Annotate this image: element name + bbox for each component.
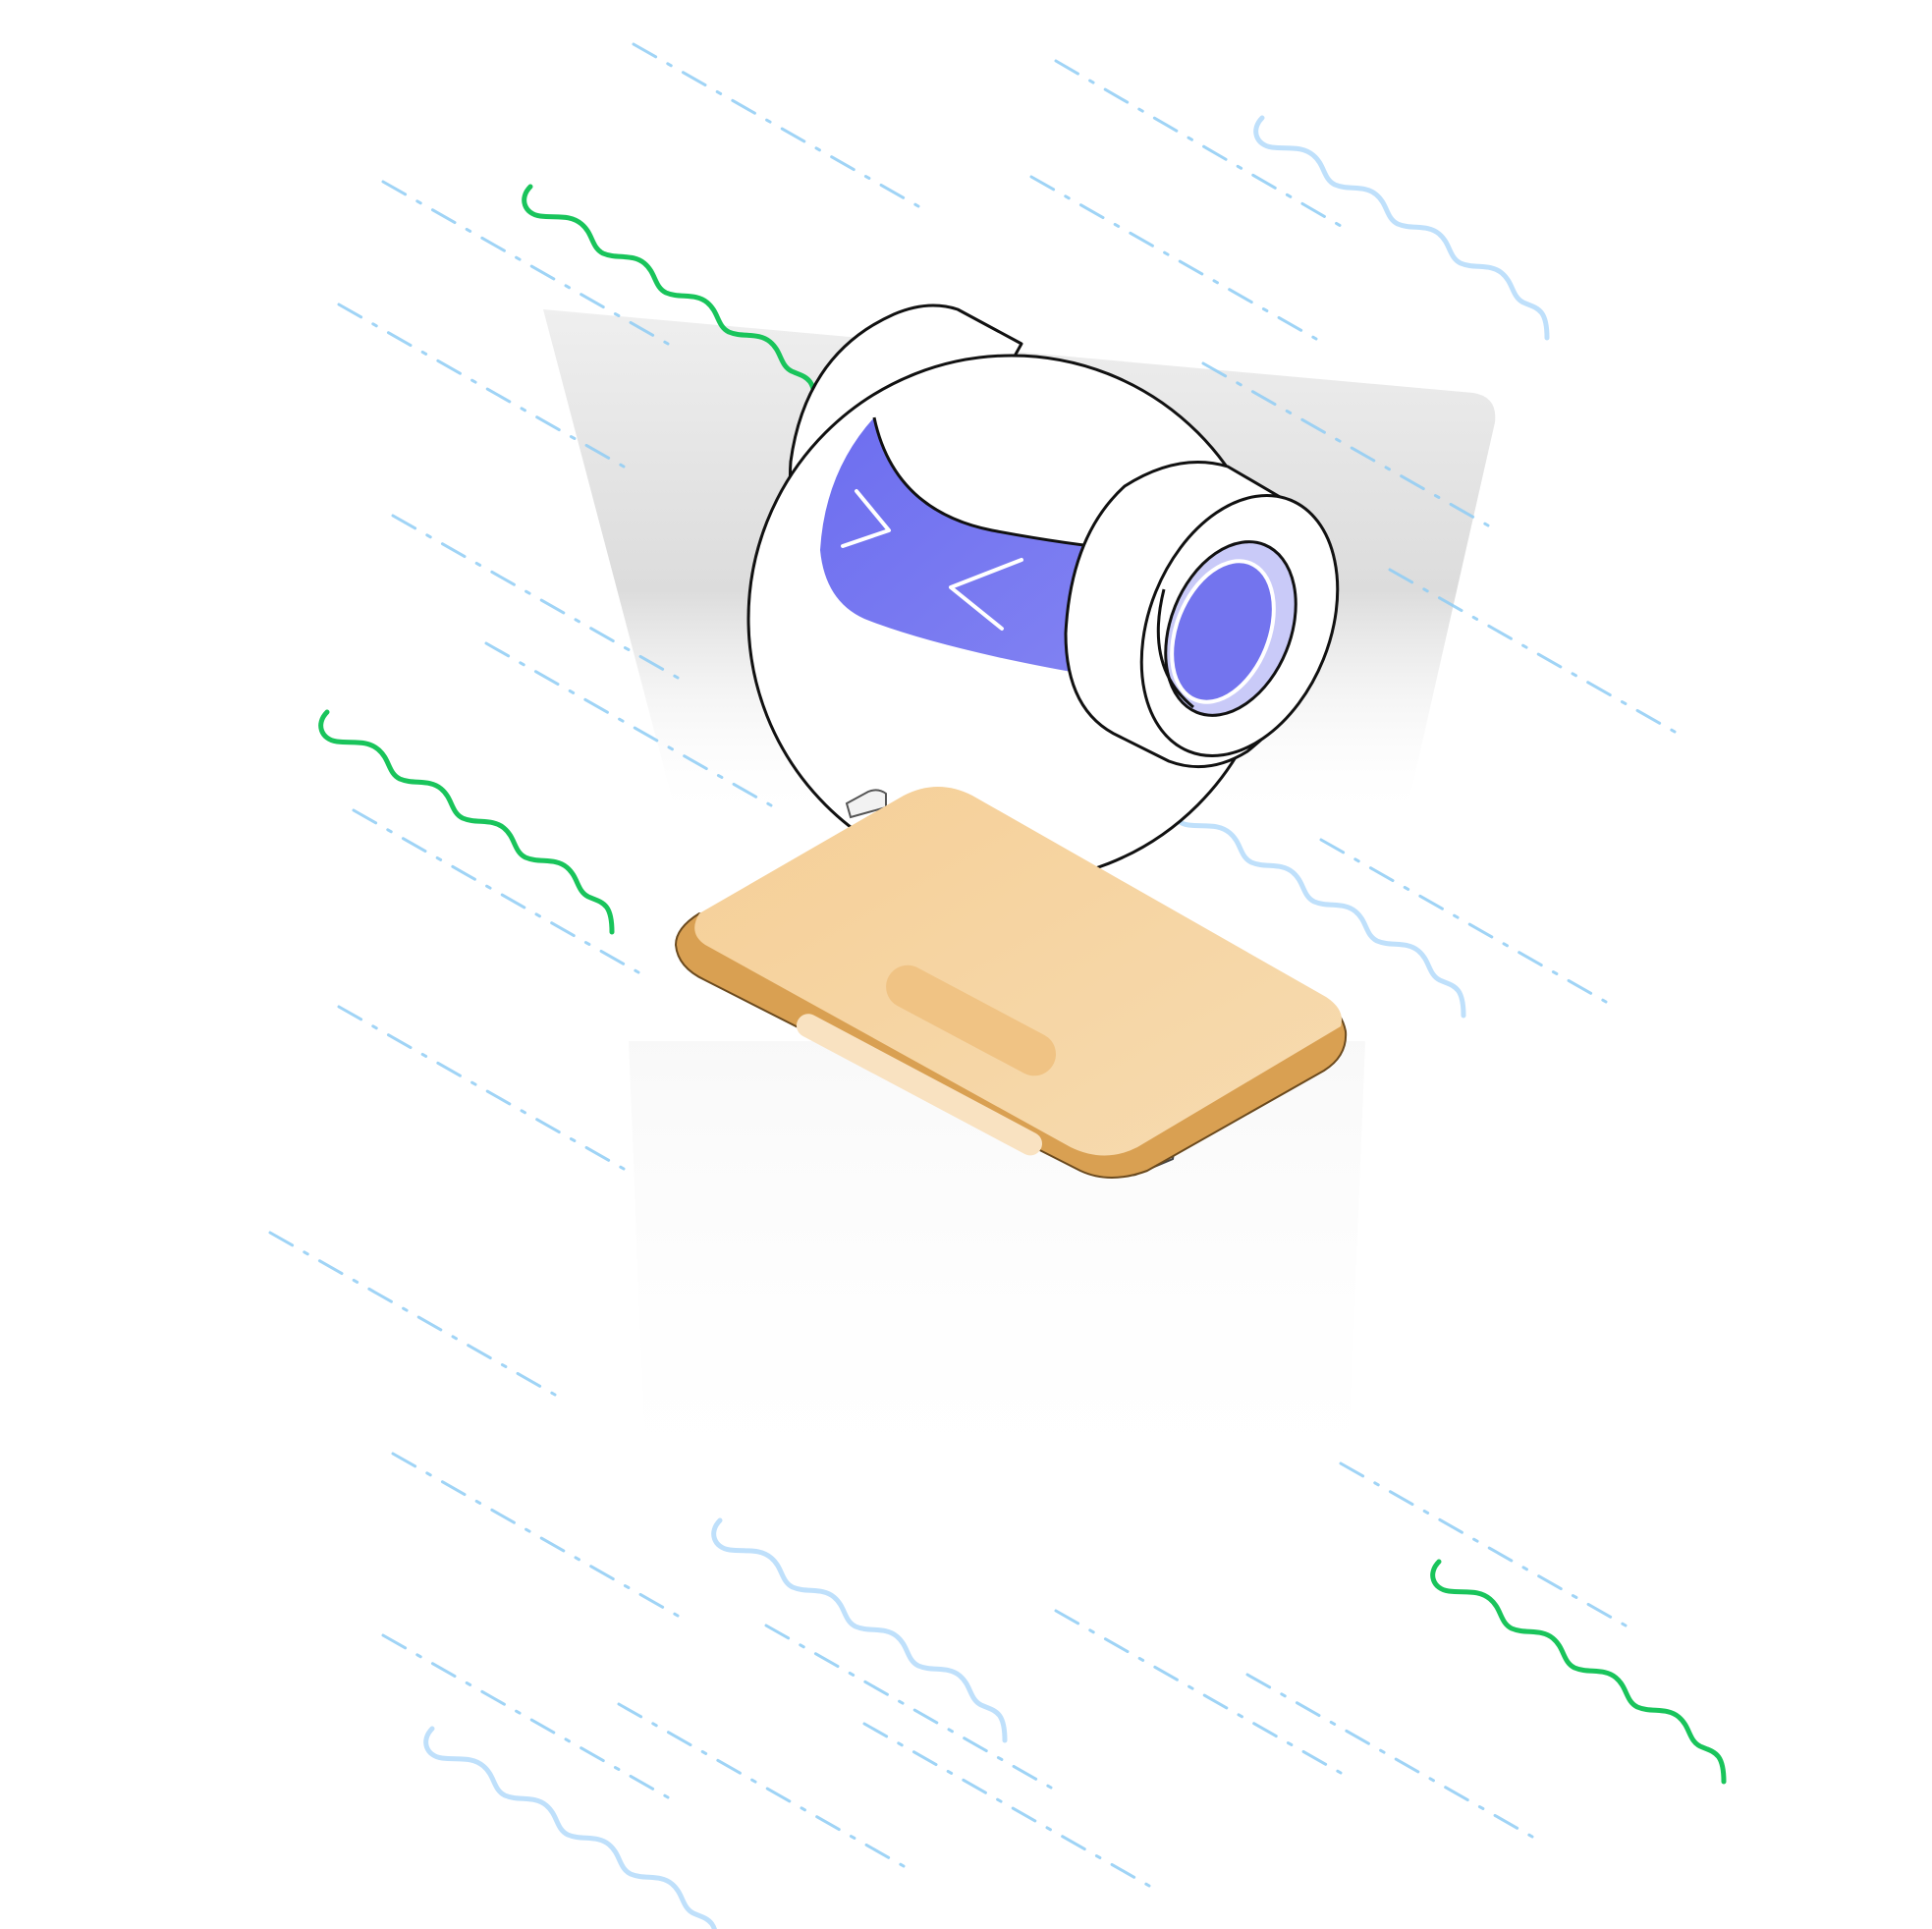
card-icon <box>674 787 1348 1179</box>
squiggle-blue-2 <box>1170 793 1466 1019</box>
squiggle-green-2 <box>318 709 615 935</box>
camera-icon <box>746 303 1340 884</box>
squiggle-blue-3 <box>711 1517 1008 1743</box>
card-highlight-long <box>796 1014 1042 1156</box>
card-clip-top <box>845 789 887 819</box>
squiggle-blue-4 <box>423 1726 717 1929</box>
squiggle-blue-1 <box>1253 115 1550 341</box>
squiggle-green-3 <box>1430 1559 1727 1785</box>
camera-band <box>820 417 1130 678</box>
squiggle-lines <box>318 115 1727 1929</box>
card-top <box>694 787 1342 1156</box>
card-highlight-short <box>886 964 1057 1076</box>
camera-lens <box>1170 559 1276 704</box>
chevron-right-icon <box>841 489 891 548</box>
card-shadow <box>629 1041 1365 1532</box>
chevron-left-icon <box>949 558 1023 631</box>
squiggle-green-1 <box>522 184 818 410</box>
